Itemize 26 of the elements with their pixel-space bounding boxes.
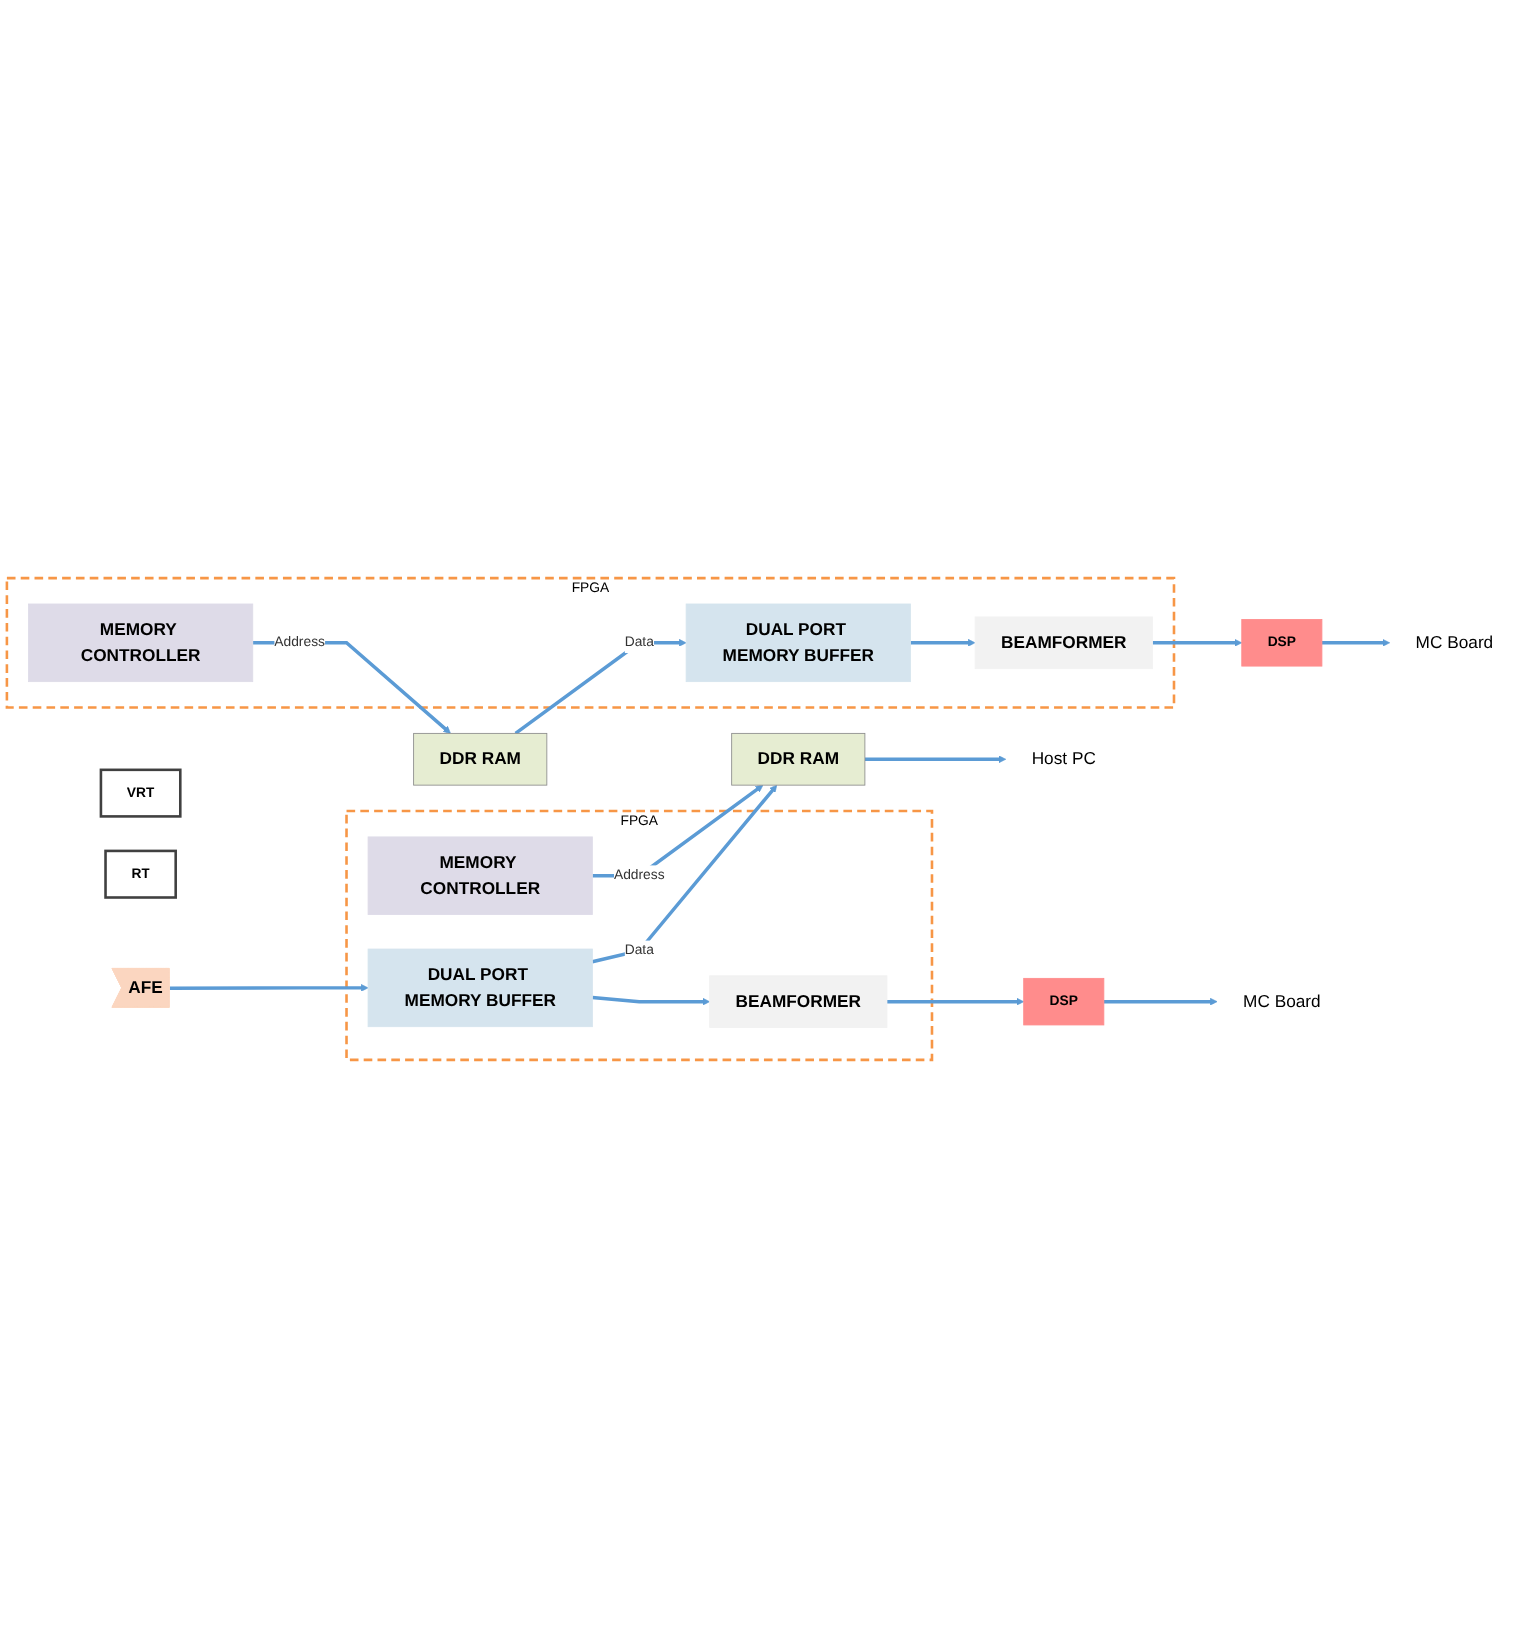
node-box: [731, 732, 866, 786]
arrow: [169, 984, 369, 992]
cluster: [5, 576, 1176, 709]
node-box: [367, 948, 593, 1028]
node-text: Host PC: [1031, 749, 1096, 769]
arrow: [1103, 997, 1218, 1006]
arrow: [1321, 639, 1390, 647]
node-text: MC Board: [1415, 633, 1494, 653]
arrow: [592, 995, 710, 1006]
arrow: [886, 997, 1025, 1006]
node-box: [1023, 977, 1105, 1026]
arrow: [514, 639, 687, 735]
cluster: [345, 809, 934, 1062]
node-box: [974, 616, 1153, 670]
node-box: [709, 975, 888, 1028]
node-box: [367, 836, 593, 915]
node-text: MC Board: [1243, 992, 1321, 1012]
arrow: [864, 755, 1007, 764]
node-box: [413, 732, 548, 786]
node-box: [1241, 619, 1323, 667]
node-box: [685, 603, 911, 683]
arrow: [1152, 639, 1243, 647]
node-box: [28, 603, 254, 683]
node-box: [99, 768, 182, 818]
node-box: [104, 849, 177, 899]
arrow: [910, 639, 976, 647]
